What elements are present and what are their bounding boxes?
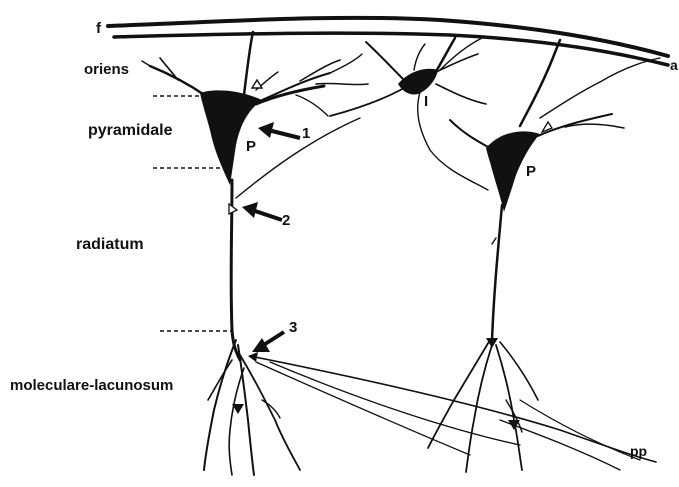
alveus-fibers — [108, 18, 668, 65]
arrow-3: 3 — [252, 319, 297, 352]
arrow-1-shaft — [268, 130, 300, 138]
pp-terminal-mid — [232, 404, 244, 414]
arrow-2-head — [242, 202, 258, 218]
arrow-1: 1 — [258, 122, 310, 142]
arrow-1-label: 1 — [302, 125, 310, 142]
arrow-3-head — [252, 338, 270, 352]
arrow-2-label: 2 — [282, 212, 290, 229]
arrow-2-shaft — [252, 210, 282, 220]
arrow-2: 2 — [242, 202, 290, 229]
pp-terminal-right — [508, 420, 520, 430]
arrow-1-head — [258, 122, 274, 138]
pp-terminal-left — [248, 352, 258, 362]
layer-label-radiatum: radiatum — [76, 236, 144, 253]
interneuron-label: I — [424, 93, 428, 110]
layer-label-lacunosum: moleculare-lacunosum — [10, 377, 173, 394]
pyramidal-cell-right — [428, 40, 660, 472]
layer-label-pyramidale: pyramidale — [88, 122, 173, 139]
fimbria-label: f — [96, 20, 102, 37]
pyramidal-label-left: P — [246, 138, 256, 155]
layer-label-oriens: oriens — [84, 61, 129, 78]
perforant-path-fibers — [232, 352, 656, 470]
arrow-3-label: 3 — [289, 319, 297, 336]
pyramidal-cell-left — [142, 32, 368, 475]
pyramidal-label-right: P — [526, 163, 536, 180]
perforant-path-label: pp — [630, 443, 647, 459]
alveus-label: a — [670, 57, 678, 73]
interneuron-soma — [398, 69, 438, 95]
